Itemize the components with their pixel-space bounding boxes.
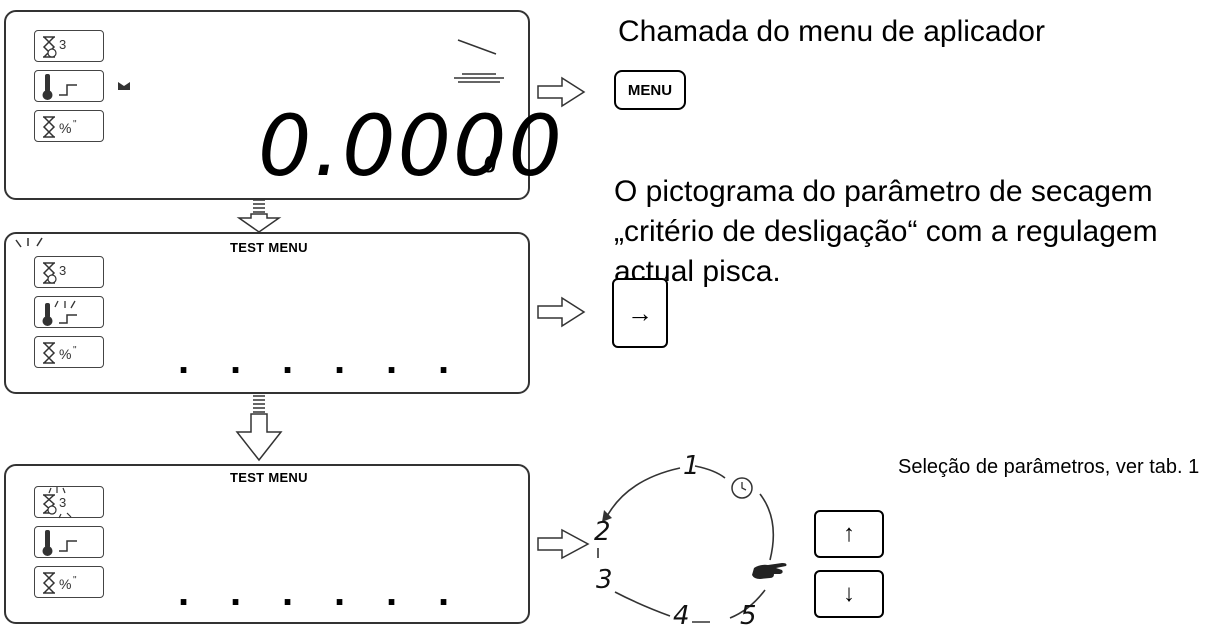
up-arrow-key[interactable]: ↑ <box>814 510 884 558</box>
svg-text:": " <box>73 575 77 586</box>
drying-time-param-box: 3 <box>34 30 104 62</box>
drying-time-param-box-blinking: 3 <box>34 486 104 519</box>
down-arrow-key[interactable]: ↓ <box>814 570 884 618</box>
dot: . <box>230 338 242 382</box>
dot: . <box>334 570 346 614</box>
thermometer-ramp-icon <box>42 530 77 556</box>
drying-time-param-box: 3 <box>34 256 104 288</box>
shutoff-param-box: % " <box>34 110 104 142</box>
stability-indicator-icon <box>118 82 130 90</box>
svg-text:": " <box>73 119 77 130</box>
display-panel-test-menu: TEST MENU 3 % " ...... <box>4 232 530 394</box>
display-panel-weighing: 3 % " 0.0000 g <box>4 10 562 200</box>
cycle-label-3: 3 <box>596 565 613 595</box>
hourglass-percent-icon: % " <box>42 572 77 594</box>
clock-icon <box>731 477 753 499</box>
temperature-param-box-blinking <box>34 296 104 328</box>
hourglass-clock-icon: 3 <box>42 487 72 519</box>
dot: . <box>282 570 294 614</box>
dot: . <box>230 570 242 614</box>
hourglass-percent-icon: % " <box>42 116 77 138</box>
display-panel-test-menu-selected: TEST MENU 3 % " ...... <box>4 464 530 624</box>
dot: . <box>178 338 190 382</box>
dot: . <box>386 570 398 614</box>
hourglass-clock-icon: 3 <box>42 262 66 284</box>
shutoff-param-box: % " <box>34 336 104 368</box>
cycle-label-2: 2 <box>594 517 611 547</box>
test-menu-title: TEST MENU <box>230 240 308 255</box>
menu-key[interactable]: MENU <box>614 70 686 110</box>
pointing-hand-icon <box>752 563 787 579</box>
hourglass-percent-icon: % " <box>42 342 77 364</box>
svg-text:": " <box>73 345 77 356</box>
cycle-label-4: 4 <box>673 601 690 631</box>
weight-reading: 0.0000 <box>258 97 564 195</box>
svg-text:%: % <box>59 346 71 362</box>
dot: . <box>438 570 450 614</box>
down-arrow-icon <box>236 199 282 233</box>
placeholder-dots: ...... <box>178 570 490 615</box>
right-arrow-icon <box>537 76 586 108</box>
step3-text: Seleção de parâmetros, ver tab. 1 <box>898 456 1200 478</box>
hourglass-clock-icon: 3 <box>42 36 66 58</box>
test-menu-title: TEST MENU <box>230 470 308 485</box>
dot: . <box>438 338 450 382</box>
right-arrow-key[interactable]: → <box>612 278 668 348</box>
weight-unit: g <box>484 148 498 173</box>
svg-text:%: % <box>59 576 71 592</box>
cycle-label-1: 1 <box>683 451 700 481</box>
step2-text-line1: O pictograma do parâmetro de secagem <box>614 175 1153 208</box>
thermometer-ramp-icon <box>42 74 77 100</box>
svg-text:3: 3 <box>59 495 66 510</box>
thermometer-ramp-icon <box>42 300 77 326</box>
temperature-param-box <box>34 70 104 102</box>
temperature-param-box <box>34 526 104 558</box>
cycle-label-5: 5 <box>740 601 757 631</box>
dot: . <box>386 338 398 382</box>
dot: . <box>282 338 294 382</box>
dot: . <box>334 338 346 382</box>
svg-text:3: 3 <box>59 263 66 278</box>
right-arrow-icon <box>537 528 590 560</box>
right-arrow-icon <box>537 296 586 328</box>
step2-text-line2: „critério de desligação“ com a regulagem <box>614 215 1158 248</box>
blink-marks-icon <box>15 237 43 248</box>
svg-text:3: 3 <box>59 37 66 52</box>
step1-text: Chamada do menu de aplicador <box>618 15 1045 48</box>
placeholder-dots: ...... <box>178 338 490 383</box>
svg-text:%: % <box>59 120 71 136</box>
weighing-pan-icon <box>454 39 504 83</box>
dot: . <box>178 570 190 614</box>
down-arrow-icon <box>235 395 283 462</box>
shutoff-param-box: % " <box>34 566 104 598</box>
